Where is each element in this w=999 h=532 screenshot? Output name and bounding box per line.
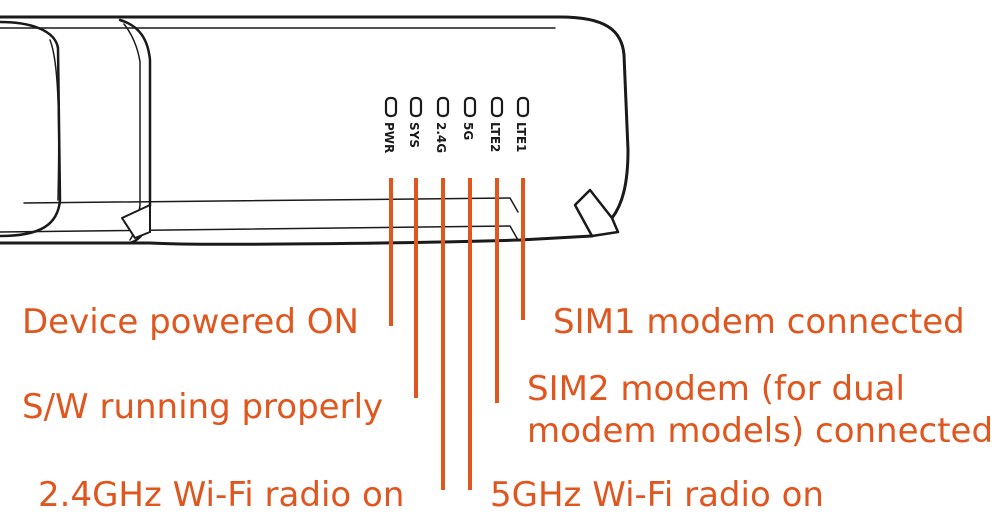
router-right-corner <box>573 188 620 238</box>
callout-lte2-line2: modem models) connected <box>527 411 994 451</box>
callout-5g: 5GHz Wi-Fi radio on <box>490 475 824 515</box>
router-rib-left <box>0 20 62 238</box>
led-24g-label: 2.4G <box>434 122 448 153</box>
led-lte1-light <box>516 96 530 118</box>
led-24g-light <box>436 96 450 118</box>
led-5g-light <box>463 96 477 118</box>
router-rib-left-inner <box>49 39 60 201</box>
led-group: PWR SYS 2.4G 5G LTE2 LTE1 <box>382 96 530 153</box>
led-pwr-label: PWR <box>382 122 396 153</box>
led-lte2-label: LTE2 <box>488 122 502 152</box>
led-lte1-label: LTE1 <box>514 122 528 152</box>
router-bottom-inner-edge <box>0 225 519 241</box>
router-rib-center <box>118 18 152 245</box>
router-top-edge <box>0 15 626 57</box>
led-pwr-light <box>384 96 398 118</box>
led-sys-light <box>409 96 423 118</box>
router-bottom-edge <box>0 234 594 246</box>
callout-2-4g: 2.4GHz Wi-Fi radio on <box>38 475 405 515</box>
callout-lte2: SIM2 modem (for dual modem models) conne… <box>527 368 993 452</box>
router-ridge <box>23 197 519 213</box>
callout-pwr: Device powered ON <box>22 302 359 342</box>
leader-lines <box>389 178 525 490</box>
router-rib-center-cap <box>121 204 151 239</box>
led-lte2-light <box>490 96 504 118</box>
router-body <box>0 15 630 246</box>
router-right-edge <box>610 53 630 220</box>
led-sys-label: SYS <box>407 122 421 148</box>
callout-lte2-line1: SIM2 modem (for dual <box>527 369 905 409</box>
led-5g-label: 5G <box>461 122 475 140</box>
callout-sys: S/W running properly <box>22 387 384 427</box>
callout-lte1: SIM1 modem connected <box>553 302 965 342</box>
router-rib-center-shade <box>123 23 141 241</box>
